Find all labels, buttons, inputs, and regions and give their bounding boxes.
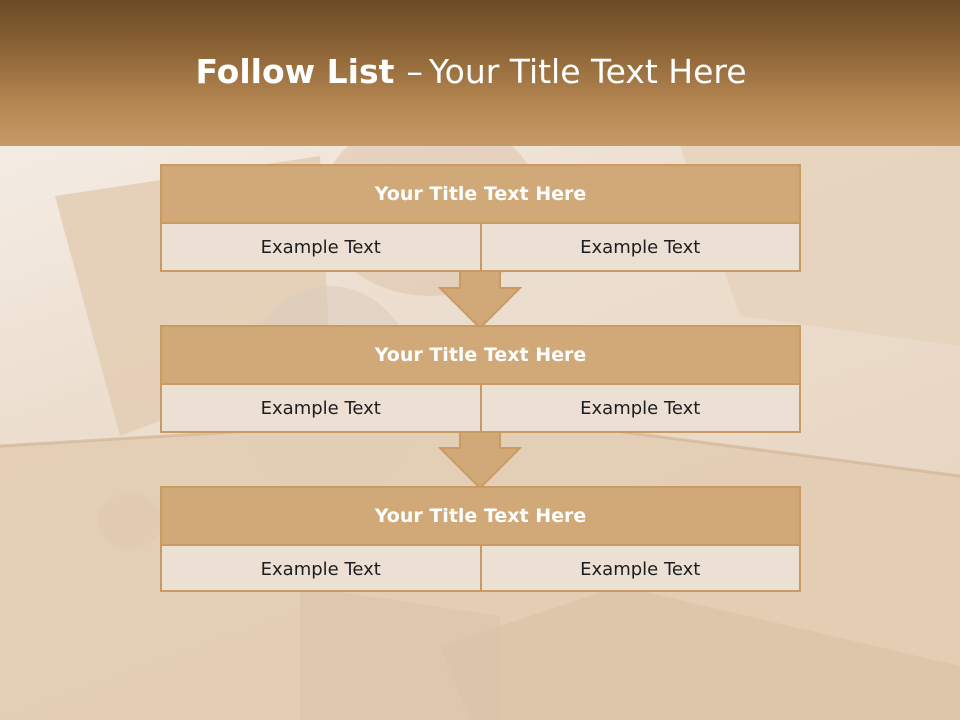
flow-box-title: Your Title Text Here xyxy=(162,166,799,224)
flow-box-title: Your Title Text Here xyxy=(162,488,799,546)
slide-title-bold: Follow List xyxy=(195,52,395,91)
flow-box-right-text: Example Text xyxy=(479,385,800,431)
flow-box-row: Example Text Example Text xyxy=(162,385,799,431)
title-bar: Follow List–Your Title Text Here xyxy=(0,0,960,146)
down-arrow-icon xyxy=(438,270,522,330)
flow-box-left-text: Example Text xyxy=(260,397,381,419)
slide-title: Follow List–Your Title Text Here xyxy=(0,52,942,91)
flow-box-title: Your Title Text Here xyxy=(162,327,799,385)
flow-box-row: Example Text Example Text xyxy=(162,546,799,592)
flow-box-right-text: Example Text xyxy=(479,224,800,270)
flow-box-row: Example Text Example Text xyxy=(162,224,799,270)
flow-box: Your Title Text Here Example Text Exampl… xyxy=(160,325,801,433)
slide-title-rest: Your Title Text Here xyxy=(428,52,747,91)
slide-title-dash: – xyxy=(406,52,423,91)
flow-box-left-text: Example Text xyxy=(260,236,381,258)
flow-box-left-text: Example Text xyxy=(260,558,381,580)
flow-box: Your Title Text Here Example Text Exampl… xyxy=(160,486,801,592)
down-arrow-icon xyxy=(438,430,522,490)
flow-box: Your Title Text Here Example Text Exampl… xyxy=(160,164,801,272)
flow-box-right-text: Example Text xyxy=(479,546,800,592)
